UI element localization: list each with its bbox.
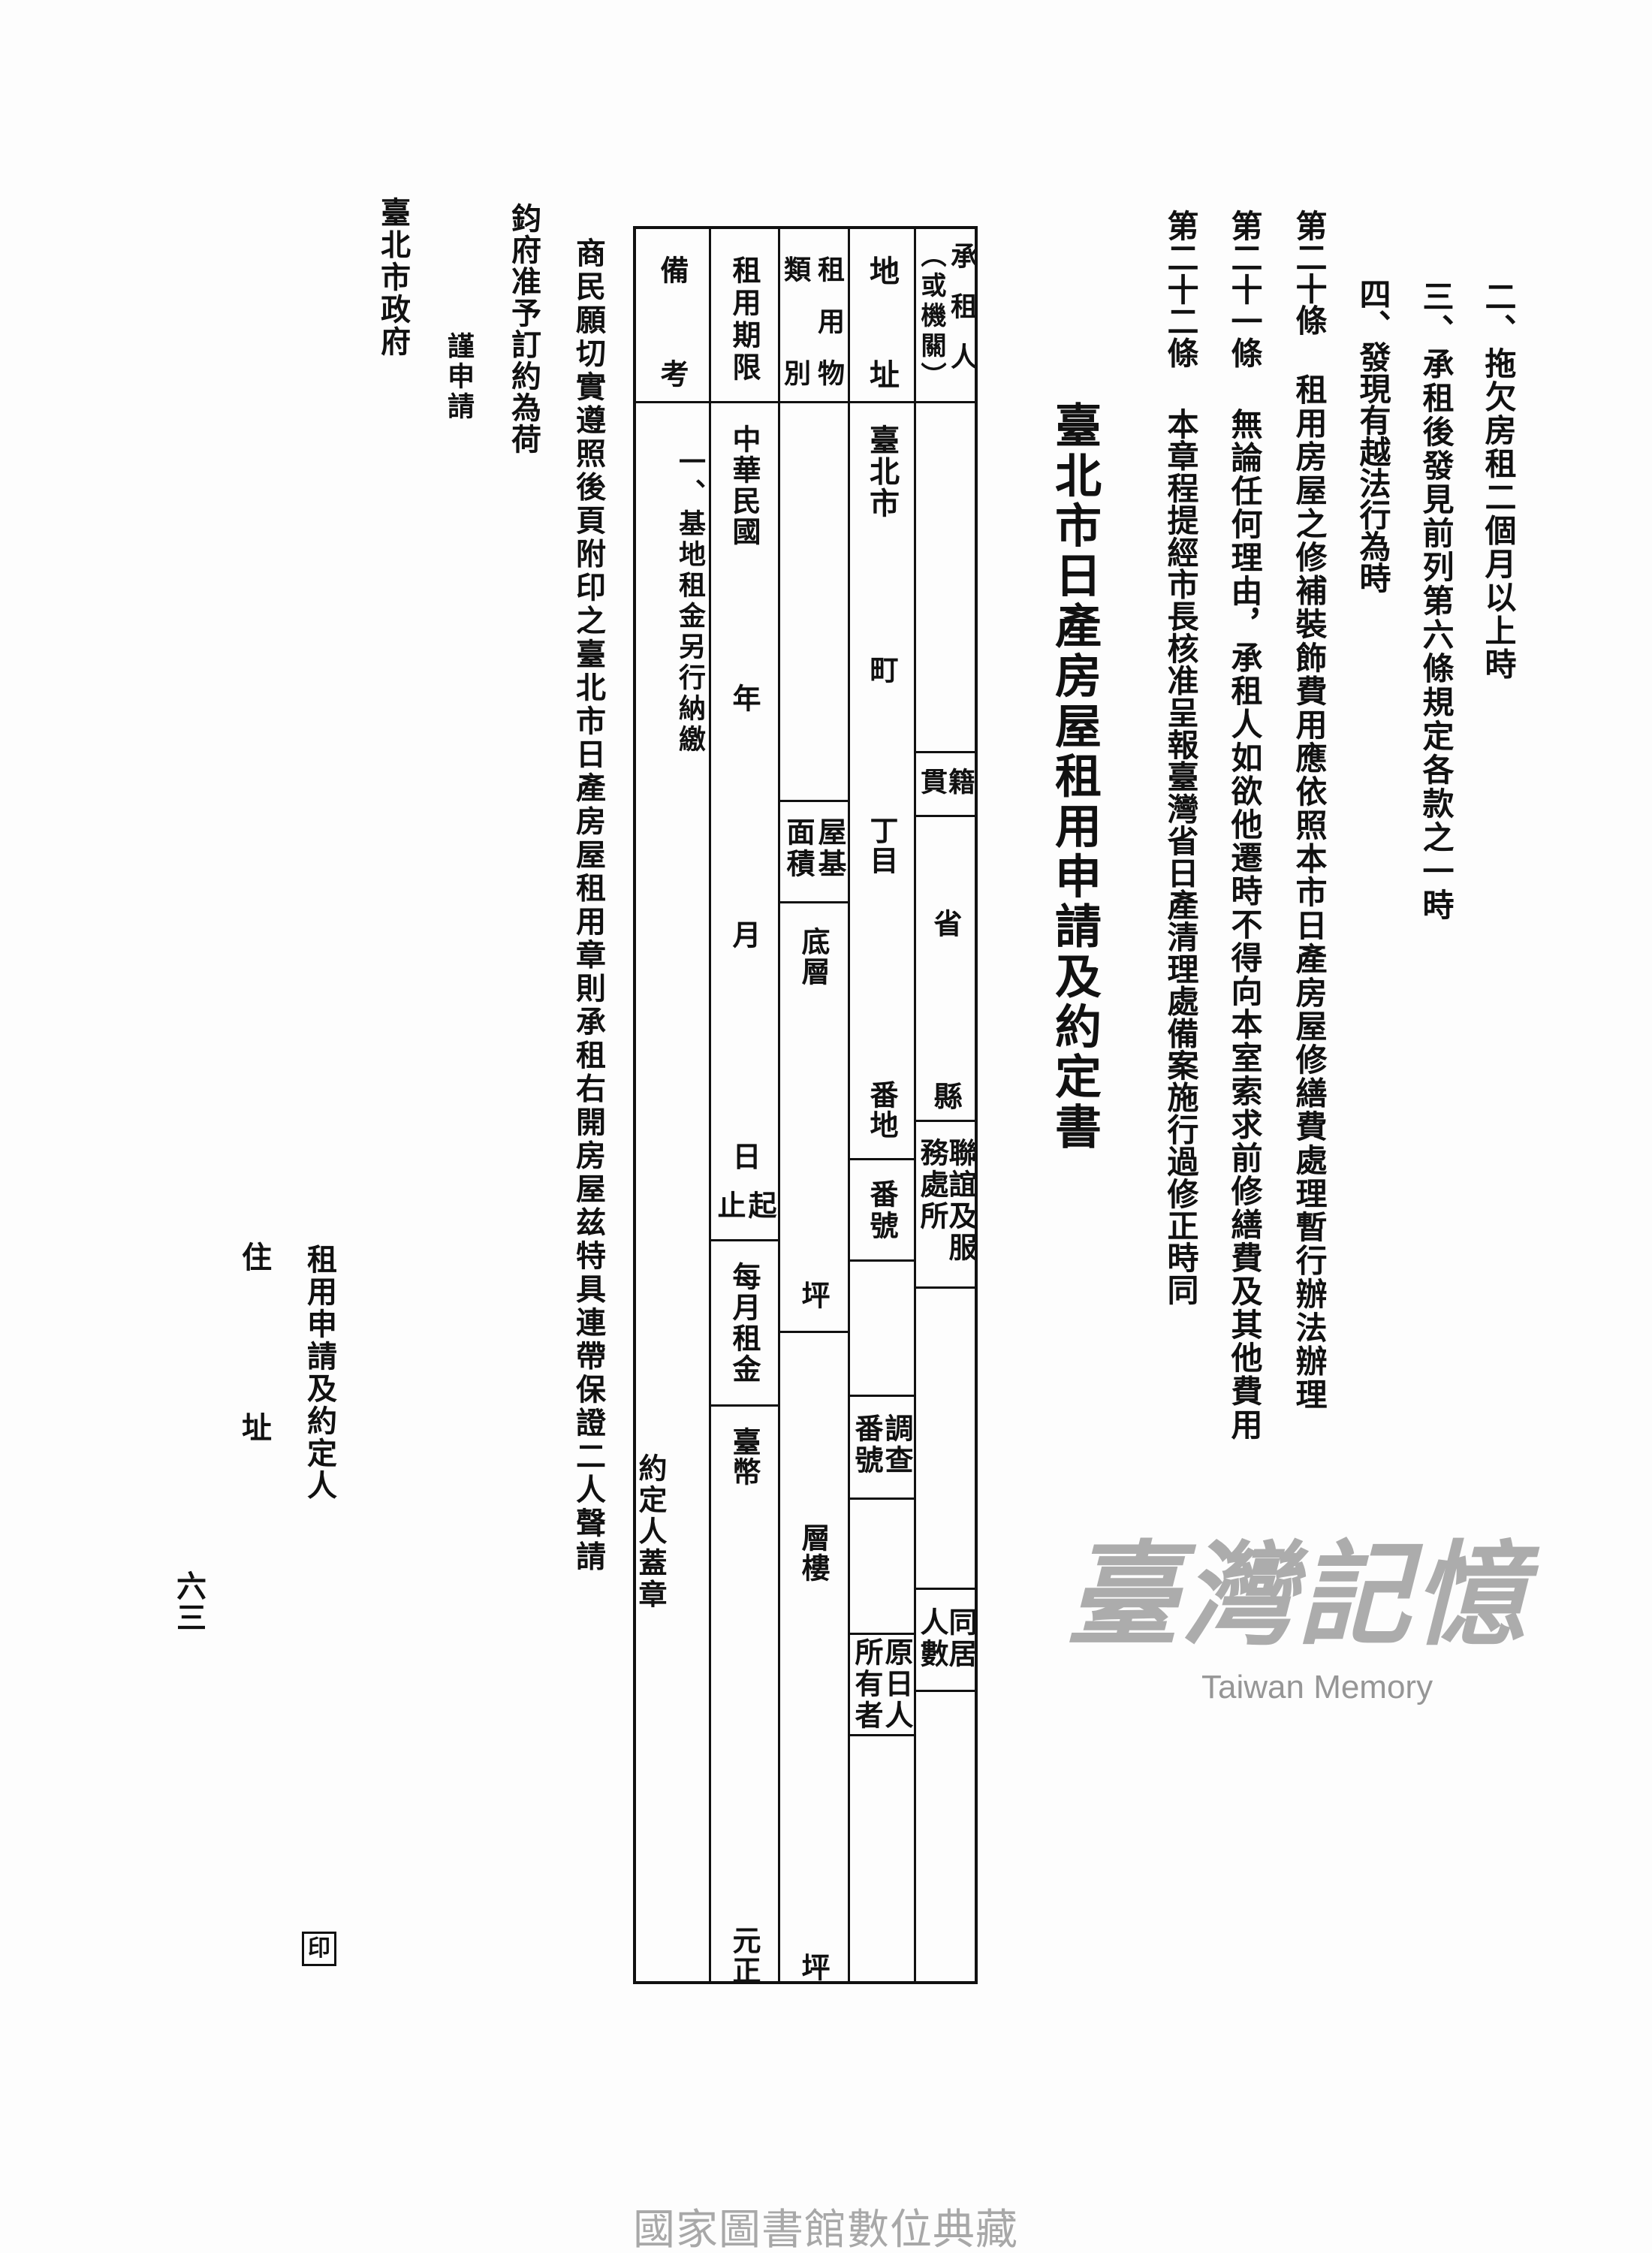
remarks-note: 一、基地租金另行納繳 bbox=[674, 448, 705, 756]
label-day: 日 bbox=[728, 1142, 761, 1170]
label-native-place: 籍貫 bbox=[916, 768, 975, 795]
cell-divider bbox=[916, 751, 975, 753]
label-city: 臺北市 bbox=[864, 424, 899, 519]
page-number: 六三 bbox=[171, 1570, 206, 1633]
label-from-to: 起止 bbox=[713, 1190, 776, 1219]
cell-divider bbox=[850, 1259, 914, 1262]
table-border-top bbox=[635, 226, 978, 229]
label-currency: 臺幣 bbox=[728, 1427, 761, 1487]
label-month: 月 bbox=[728, 920, 761, 949]
application-respectfully: 謹申請 bbox=[443, 332, 474, 422]
label-survey-number: 調查番號 bbox=[850, 1413, 913, 1476]
taiwan-memory-watermark: 臺灣記憶 bbox=[1066, 1531, 1530, 1661]
header-address: 地址 bbox=[864, 255, 899, 463]
label-area: 屋基面積 bbox=[782, 817, 846, 880]
table-border-left bbox=[633, 226, 636, 1984]
label-county: 縣 bbox=[929, 1081, 962, 1110]
cell-divider bbox=[916, 1588, 975, 1590]
header-tenant: 承租人 bbox=[946, 242, 977, 393]
label-cohabitants: 同居人數 bbox=[915, 1607, 977, 1670]
cell-divider bbox=[780, 800, 848, 802]
table-col-divider bbox=[778, 228, 780, 1983]
cell-divider bbox=[711, 1404, 778, 1407]
label-town: 町 bbox=[865, 655, 898, 683]
seal-mark: 印 bbox=[302, 1932, 336, 1966]
label-original-owner: 原日人所有者 bbox=[850, 1637, 913, 1732]
cell-divider bbox=[850, 1158, 914, 1160]
library-footer: 國家圖書館數位典藏 bbox=[633, 2206, 1018, 2253]
applicant-label: 租用申請及約定人 bbox=[302, 1244, 336, 1502]
form-title: 臺北市日產房屋租用申請及約定書 bbox=[1047, 401, 1102, 1153]
label-ground-floor: 底層 bbox=[797, 927, 830, 987]
header-remarks: 備考 bbox=[656, 255, 689, 463]
cell-divider bbox=[850, 1734, 914, 1736]
article-20-heading: 第二十條 bbox=[1291, 210, 1328, 336]
label-era: 中華民國 bbox=[728, 424, 761, 547]
article-21-body: 無論任何理由，承租人如欲他遷時不得向本室索求前修繕費及其他費用 bbox=[1226, 408, 1263, 1442]
cell-divider bbox=[850, 1497, 914, 1500]
application-addressee: 臺北市政府 bbox=[375, 197, 410, 358]
article-20-body: 租用房屋之修補裝飾費用應依照本市日產房屋修繕費處理暫行辦法辦理 bbox=[1291, 373, 1328, 1412]
clause-item-3: 三、承租後發見前列第六條規定各款之一時 bbox=[1418, 280, 1455, 922]
cell-divider bbox=[780, 901, 848, 903]
applicant-address-label-b: 址 bbox=[237, 1412, 271, 1442]
cell-divider bbox=[711, 1239, 778, 1241]
application-request: 鈞府准予訂約為荷 bbox=[506, 203, 541, 455]
table-col-divider bbox=[848, 228, 850, 1983]
taiwan-memory-watermark-en: Taiwan Memory bbox=[1201, 1669, 1433, 1706]
cell-divider bbox=[850, 1395, 914, 1397]
cell-divider bbox=[916, 1120, 975, 1122]
label-monthly-rent: 每月租金 bbox=[728, 1262, 761, 1385]
clause-item-4: 四、發現有越法行為時 bbox=[1355, 278, 1391, 593]
signer-seal-label: 約定人蓋章 bbox=[634, 1453, 667, 1611]
header-item-a: 租用物 bbox=[813, 255, 844, 411]
article-21-heading: 第二十一條 bbox=[1226, 210, 1263, 369]
header-tenant-sub: （或機關） bbox=[916, 242, 946, 392]
clause-item-2: 二、拖欠房租二個月以上時 bbox=[1480, 280, 1517, 681]
label-floors: 層樓 bbox=[797, 1523, 830, 1583]
label-year: 年 bbox=[728, 683, 761, 712]
article-22-body: 本章程提經市長核准呈報臺灣省日產清理處備案施行過修正時同 bbox=[1162, 408, 1199, 1306]
cell-divider bbox=[916, 1690, 975, 1692]
table-border-right bbox=[975, 226, 978, 1984]
label-number: 番號 bbox=[865, 1179, 898, 1242]
header-period: 租用期限 bbox=[728, 255, 761, 385]
applicant-address-label-a: 住 bbox=[237, 1241, 271, 1271]
cell-divider bbox=[916, 815, 975, 817]
table-col-divider bbox=[709, 228, 711, 1983]
cell-divider bbox=[780, 1331, 848, 1333]
table-col-divider bbox=[914, 228, 916, 1983]
table-border-bottom bbox=[635, 1981, 978, 1984]
label-lot: 番地 bbox=[865, 1080, 898, 1140]
table-header-divider bbox=[635, 401, 976, 403]
cell-divider bbox=[850, 1633, 914, 1635]
label-ping-2: 坪 bbox=[797, 1953, 830, 1981]
application-statement: 商民願切實遵照後頁附印之臺北市日產房屋租用章則承租右開房屋兹特具連帶保證二人聲請 bbox=[571, 237, 605, 1574]
article-22-heading: 第二十二條 bbox=[1162, 210, 1199, 369]
label-province: 省 bbox=[929, 909, 962, 937]
cell-divider bbox=[916, 1286, 975, 1289]
label-chome: 丁目 bbox=[865, 816, 898, 876]
label-workplace: 聯誼及服務處所 bbox=[915, 1138, 977, 1264]
header-item-b: 類別 bbox=[779, 255, 810, 463]
label-ping-1: 坪 bbox=[797, 1280, 830, 1309]
label-yuan: 元正 bbox=[728, 1926, 761, 1986]
